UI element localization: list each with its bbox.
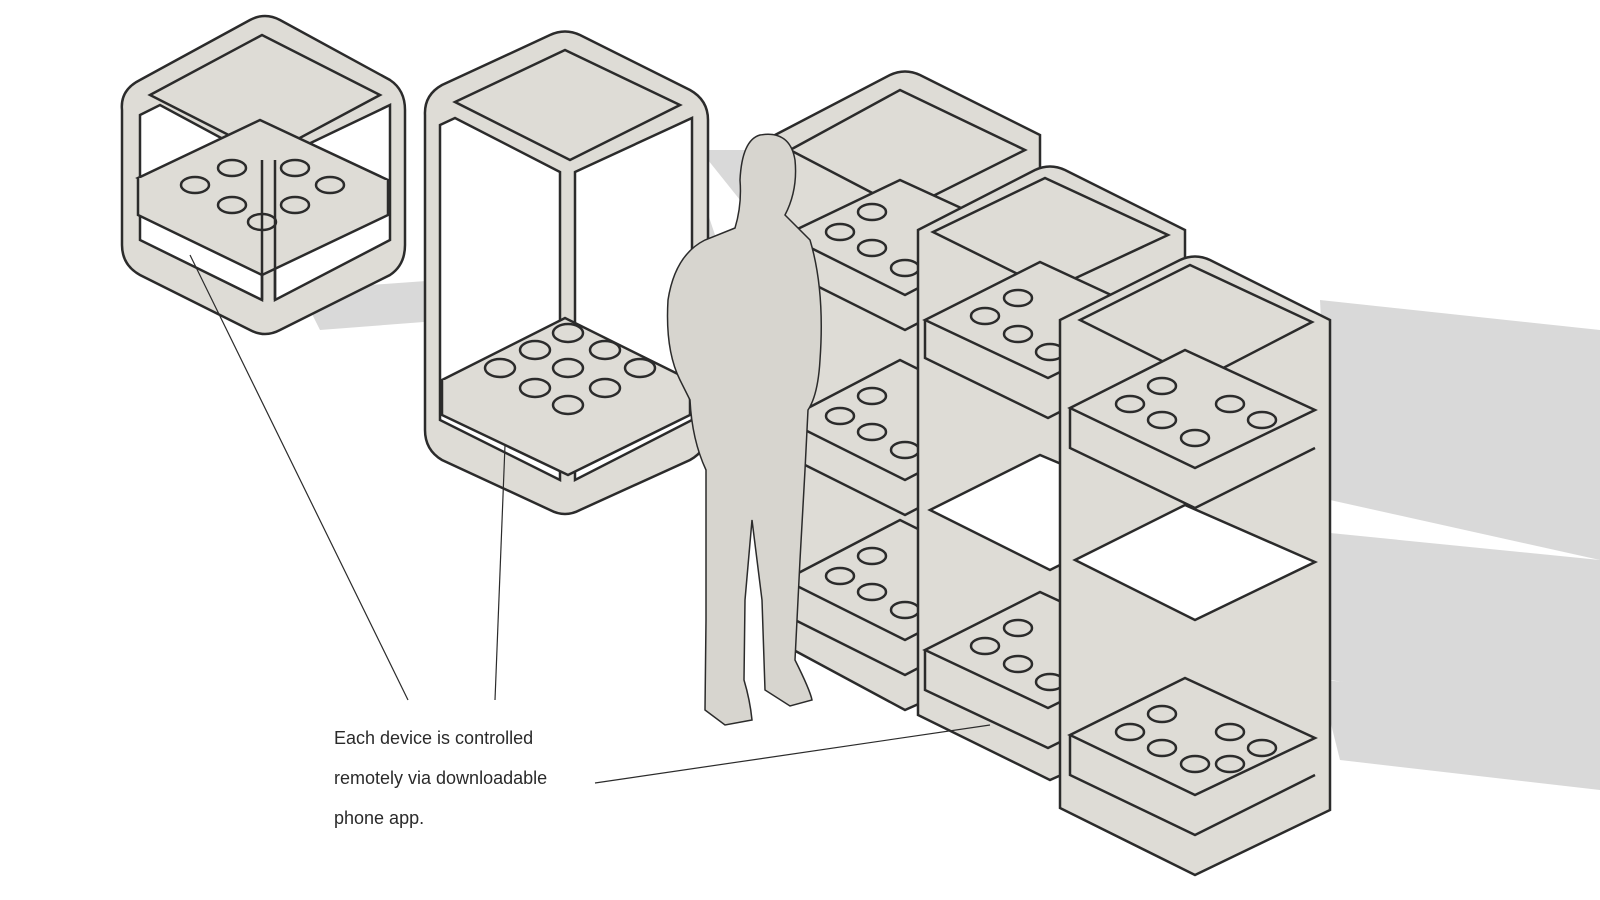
annotation-line-3: phone app. — [334, 808, 425, 828]
grow-unit-tall — [423, 30, 710, 516]
annotation-line-1: Each device is controlled — [334, 728, 534, 748]
person-silhouette — [666, 133, 822, 726]
grow-unit-stack-front — [1058, 255, 1332, 877]
leader-lines — [189, 254, 991, 784]
leader-line-small-unit — [189, 254, 409, 701]
annotation-text: Each device is controlled remotely via d… — [334, 718, 634, 838]
grow-unit-small — [120, 14, 407, 336]
leader-line-tall-unit — [494, 444, 506, 701]
annotation-line-2: remotely via downloadable — [334, 768, 548, 788]
leader-line-stack — [594, 724, 991, 784]
